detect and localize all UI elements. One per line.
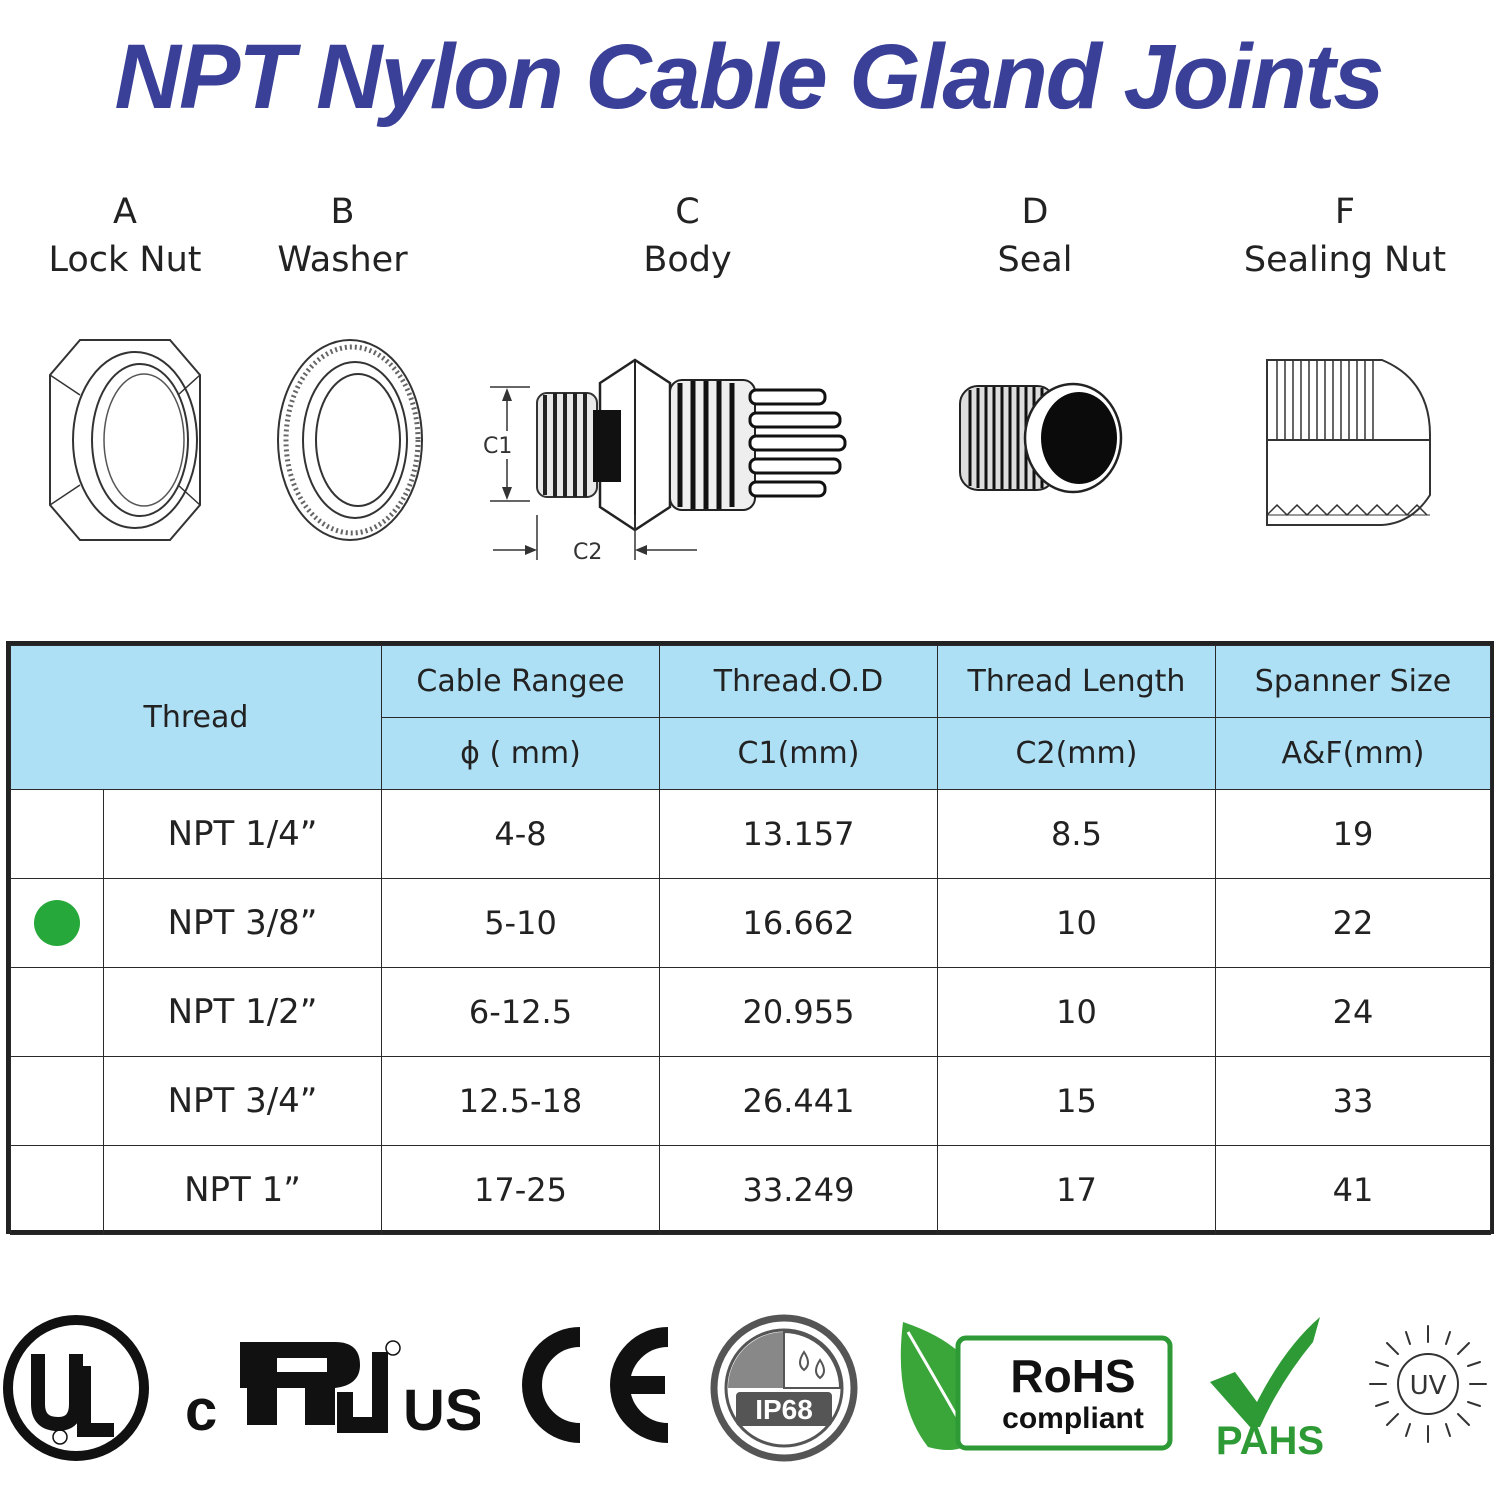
thread-od-value: 33.249: [659, 1145, 938, 1235]
thread-od-value: 26.441: [659, 1056, 938, 1146]
row-marker-cell: [10, 789, 104, 879]
lock-nut-drawing: [49, 339, 201, 541]
thread-length-header: Thread Length: [937, 645, 1216, 718]
thread-od-header: Thread.O.D: [659, 645, 938, 718]
rohs-leaf-icon: RoHS compliant: [900, 1322, 1173, 1451]
spanner-size-value: 22: [1215, 878, 1491, 968]
part-letter: A: [113, 192, 137, 232]
cable-range-header: Cable Rangee: [381, 645, 660, 718]
uv-sun-icon: UV: [1369, 1325, 1487, 1443]
row-marker-cell: [10, 1056, 104, 1146]
thread-name: NPT 3/8”: [103, 878, 382, 968]
thread-length-value: 15: [937, 1056, 1216, 1146]
thread-name: NPT 1/4”: [103, 789, 382, 879]
table-row: NPT 1/4” 4-8 13.157 8.5 19: [10, 789, 1491, 879]
spanner-size-value: 19: [1215, 789, 1491, 879]
part-letter: C: [675, 192, 700, 232]
part-letter: F: [1334, 192, 1356, 232]
cable-range-value: 12.5-18: [381, 1056, 660, 1146]
spanner-size-unit: A&F(mm): [1215, 717, 1491, 790]
row-marker-cell: [10, 967, 104, 1057]
table-row: NPT 1” 17-25 33.249 17 41: [10, 1145, 1491, 1235]
part-label-seal: D Seal: [955, 188, 1115, 284]
thread-length-value: 8.5: [937, 789, 1216, 879]
part-name: Seal: [997, 240, 1073, 280]
table-row: NPT 3/8” 5-10 16.662 10 22: [10, 878, 1491, 968]
thread-od-value: 13.157: [659, 789, 938, 879]
thread-od-value: 16.662: [659, 878, 938, 968]
spanner-size-value: 24: [1215, 967, 1491, 1057]
thread-length-value: 10: [937, 967, 1216, 1057]
cable-range-unit: ϕ ( mm): [381, 717, 660, 790]
thread-length-value: 10: [937, 878, 1216, 968]
thread-od-unit: C1(mm): [659, 717, 938, 790]
rohs-compliant-label: compliant: [1002, 1402, 1144, 1435]
part-name: Lock Nut: [48, 240, 202, 280]
row-marker-cell: [10, 878, 104, 968]
thread-name: NPT 3/4”: [103, 1056, 382, 1146]
rohs-label: RoHS: [1010, 1350, 1135, 1402]
thread-header: Thread: [10, 645, 382, 790]
cable-range-value: 6-12.5: [381, 967, 660, 1057]
sealing-nut-drawing: [1266, 359, 1431, 526]
page-title: NPT Nylon Cable Gland Joints: [114, 26, 1385, 128]
cable-range-value: 4-8: [381, 789, 660, 879]
ip68-icon: IP68: [710, 1314, 858, 1462]
c2-label: C2: [573, 540, 602, 565]
ul-listed-icon: [3, 1315, 149, 1461]
spec-table: Thread Cable Rangee Thread.O.D Thread Le…: [6, 641, 1494, 1235]
body-drawing: C1 C2: [483, 358, 847, 565]
part-name: Body: [643, 240, 732, 280]
part-name: Sealing Nut: [1243, 240, 1447, 280]
spanner-size-value: 41: [1215, 1145, 1491, 1235]
part-label-washer: B Washer: [255, 188, 430, 284]
c1-label: C1: [483, 434, 512, 459]
seal-drawing: [959, 382, 1123, 494]
thread-name: NPT 1”: [103, 1145, 382, 1235]
cru-us-recognized-icon: c US: [185, 1340, 480, 1440]
ce-mark-icon: [522, 1327, 669, 1443]
spanner-size-value: 33: [1215, 1056, 1491, 1146]
part-label-body: C Body: [600, 188, 775, 284]
thread-name: NPT 1/2”: [103, 967, 382, 1057]
thread-length-unit: C2(mm): [937, 717, 1216, 790]
cru-suffix: US: [403, 1378, 480, 1440]
uv-label: UV: [1410, 1371, 1447, 1401]
part-name: Washer: [277, 240, 408, 280]
part-label-lock-nut: A Lock Nut: [30, 188, 220, 284]
spanner-size-header: Spanner Size: [1215, 645, 1491, 718]
thread-od-value: 20.955: [659, 967, 938, 1057]
part-label-sealing-nut: F Sealing Nut: [1225, 188, 1465, 284]
table-row: NPT 3/4” 12.5-18 26.441 15 33: [10, 1056, 1491, 1146]
ip68-label: IP68: [755, 1394, 813, 1425]
cru-prefix: c: [185, 1378, 217, 1440]
table-row: NPT 1/2” 6-12.5 20.955 10 24: [10, 967, 1491, 1057]
pahs-label: PAHS: [1216, 1419, 1324, 1462]
washer-drawing: [277, 339, 423, 541]
part-letter: B: [330, 192, 355, 232]
cable-range-value: 17-25: [381, 1145, 660, 1235]
row-marker-cell: [10, 1145, 104, 1235]
cable-range-value: 5-10: [381, 878, 660, 968]
selected-dot-icon: [34, 900, 80, 946]
thread-length-value: 17: [937, 1145, 1216, 1235]
pahs-check-icon: PAHS: [1210, 1317, 1324, 1462]
part-letter: D: [1021, 192, 1049, 232]
